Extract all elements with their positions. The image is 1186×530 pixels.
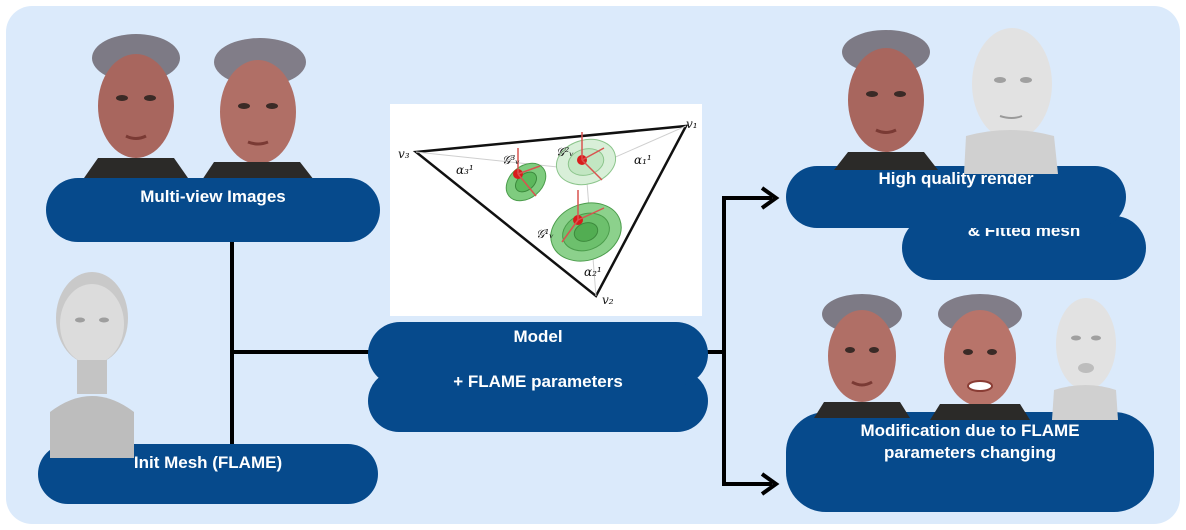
fitted-mesh-render — [956, 24, 1064, 174]
label-v3: v₃ — [398, 147, 410, 161]
node-init-mesh-label: Init Mesh (FLAME) — [133, 453, 283, 472]
node-flame-params-label: + FLAME parameters — [453, 372, 623, 391]
gaussian-1 — [550, 190, 622, 262]
label-alpha2: α₂¹ — [584, 265, 602, 279]
label-alpha3: α₃¹ — [456, 163, 474, 177]
node-modification-label: Modification due to FLAME parameters cha… — [860, 420, 1079, 464]
render-photo — [830, 24, 944, 170]
gaussian-2 — [555, 132, 617, 186]
node-multiview-images: Multi-view Images — [46, 178, 380, 242]
label-g3: 𝒢³ᵥ — [502, 153, 520, 167]
connector-left-horizontal — [230, 350, 372, 354]
node-high-quality-render: High quality render — [786, 166, 1126, 228]
node-modification-line2: parameters changing — [884, 443, 1056, 462]
node-model-top: Model — [368, 322, 708, 386]
label-alpha1: α₁¹ — [634, 153, 652, 167]
face-photo-side — [198, 32, 318, 180]
connector-left-vertical — [230, 240, 234, 448]
flame-mesh-render — [44, 262, 140, 458]
node-model-label: Model — [513, 327, 563, 346]
node-modification-line1: Modification due to FLAME — [860, 421, 1080, 440]
modified-mesh — [1046, 292, 1122, 420]
node-modification: Modification due to FLAME parameters cha… — [786, 412, 1154, 512]
modified-face-2 — [928, 290, 1032, 420]
label-g2: 𝒢²ᵥ — [556, 145, 574, 159]
face-photo-front — [78, 28, 196, 178]
arrow-to-render — [722, 186, 780, 210]
connector-right-horizontal — [704, 350, 726, 354]
label-v2: v₂ — [602, 293, 614, 307]
node-multiview-label: Multi-view Images — [140, 187, 286, 206]
label-g1: 𝒢¹ᵥ — [536, 227, 554, 241]
arrow-to-modification — [722, 472, 780, 496]
gaussian-3 — [505, 148, 547, 202]
gaussian-triangle-figure: v₃ v₁ v₂ α₃¹ α₁¹ α₂¹ 𝒢¹ᵥ 𝒢²ᵥ 𝒢³ᵥ — [390, 104, 702, 316]
label-v1: v₁ — [686, 117, 698, 131]
connector-right-vertical — [722, 196, 726, 486]
modified-face-1 — [812, 290, 912, 418]
